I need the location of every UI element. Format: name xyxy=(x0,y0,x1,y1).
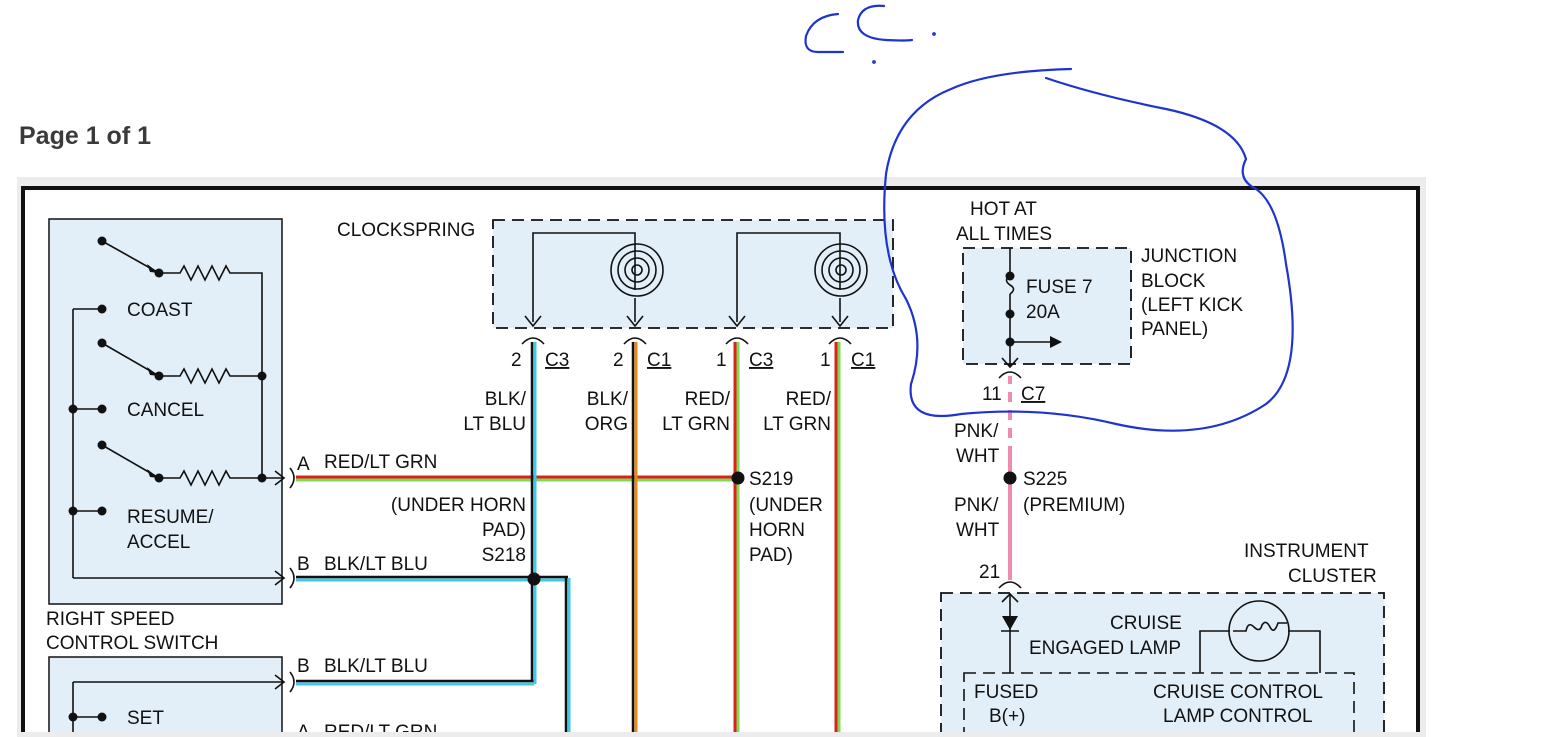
lamp-line1: CRUISE xyxy=(1110,613,1182,634)
clockspring-label: CLOCKSPRING xyxy=(337,220,475,241)
hot-line2: ALL TIMES xyxy=(956,224,1052,245)
clockspring-conn-3: C3 xyxy=(749,350,773,371)
clockspring-pin-2: 2 xyxy=(613,350,624,371)
clockspring-pin-3: 1 xyxy=(716,350,727,371)
clockspring-pin-1: 2 xyxy=(511,350,522,371)
junction-line3: (LEFT KICK xyxy=(1141,295,1243,316)
s219-line1: (UNDER xyxy=(749,495,823,516)
wire-a2-label: RED/LT GRN xyxy=(324,722,437,732)
wire-2-line2: ORG xyxy=(585,414,628,435)
wire-a-label: RED/LT GRN xyxy=(324,452,437,473)
pin-b2-label: B xyxy=(297,656,310,677)
pnk-lower-line1: PNK/ xyxy=(954,495,999,516)
switch-title-line1: RIGHT SPEED xyxy=(46,609,174,630)
pin-a-label: A xyxy=(297,454,310,475)
speed-control-switch: COAST CANCEL RESUME/ ACCEL SET A B B A R… xyxy=(46,218,310,732)
s219-name: S219 xyxy=(749,469,793,490)
pnk-lower-line2: WHT xyxy=(956,520,1000,541)
splice-s225 xyxy=(1003,471,1017,485)
wire-2-line1: BLK/ xyxy=(587,389,629,410)
s218-name: S218 xyxy=(482,545,526,566)
s218-line1: (UNDER HORN xyxy=(391,495,526,516)
hot-line1: HOT AT xyxy=(970,199,1037,220)
clockspring-conn-1: C3 xyxy=(545,350,569,371)
junction-line1: JUNCTION xyxy=(1141,246,1237,267)
wire-1-line1: BLK/ xyxy=(485,389,527,410)
pin-b-label: B xyxy=(297,554,310,575)
junction-block: HOT AT ALL TIMES FUSE 7 20A JUNCTION BLO… xyxy=(954,199,1243,541)
control-line1: CRUISE CONTROL xyxy=(1153,682,1323,703)
pnk-upper-line2: WHT xyxy=(956,446,1000,467)
cluster-line2: CLUSTER xyxy=(1288,566,1377,587)
page-title: Page 1 of 1 xyxy=(19,122,151,150)
lamp-line2: ENGAGED LAMP xyxy=(1029,638,1181,659)
wire-4-line1: RED/ xyxy=(786,389,832,410)
accel-label: ACCEL xyxy=(127,532,190,553)
s219-line2: HORN xyxy=(749,520,805,541)
junction-conn: C7 xyxy=(1021,384,1045,405)
switch-panel-bottom xyxy=(48,656,283,732)
splice-s219 xyxy=(731,471,745,485)
pin-a2-label: A xyxy=(297,722,310,732)
splice-s218 xyxy=(527,572,541,586)
wire-3-line2: LT GRN xyxy=(662,414,730,435)
clockspring-pin-4: 1 xyxy=(820,350,831,371)
fused-line1: FUSED xyxy=(974,682,1038,703)
clockspring-conn-2: C1 xyxy=(647,350,671,371)
switch-panel-top xyxy=(48,218,283,605)
s218-line2: PAD) xyxy=(482,520,526,541)
set-label: SET xyxy=(127,708,164,729)
clockspring: CLOCKSPRING 2 C3 2 C1 1 C3 1 C1 BLK/ xyxy=(337,219,894,435)
fuse-line1: FUSE 7 xyxy=(1026,277,1093,298)
resume-label: RESUME/ xyxy=(127,507,214,528)
cancel-label: CANCEL xyxy=(127,400,204,421)
s219-line3: PAD) xyxy=(749,545,793,566)
hand-drawn-annotation xyxy=(804,4,1294,432)
s225-note: (PREMIUM) xyxy=(1023,495,1125,516)
coast-label: COAST xyxy=(127,300,193,321)
wire-b2-label: BLK/LT BLU xyxy=(324,656,428,677)
control-line2: LAMP CONTROL xyxy=(1163,706,1313,727)
s225-name: S225 xyxy=(1023,469,1067,490)
cluster-pin: 21 xyxy=(979,562,1000,583)
clockspring-conn-4: C1 xyxy=(851,350,875,371)
fused-line2: B(+) xyxy=(989,706,1025,727)
junction-line2: BLOCK xyxy=(1141,271,1206,292)
instrument-cluster: INSTRUMENT CLUSTER 21 CRUISE ENGAGED LAM… xyxy=(940,541,1385,732)
wire-4-line2: LT GRN xyxy=(763,414,831,435)
cluster-line1: INSTRUMENT xyxy=(1244,541,1369,562)
pnk-upper-line1: PNK/ xyxy=(954,421,999,442)
wire-3-line1: RED/ xyxy=(685,389,731,410)
switch-title-line2: CONTROL SWITCH xyxy=(46,633,218,654)
junction-line4: PANEL) xyxy=(1141,319,1208,340)
fuse-line2: 20A xyxy=(1026,302,1060,323)
junction-pin: 11 xyxy=(982,384,1002,405)
wire-1-line2: LT BLU xyxy=(463,414,526,435)
wire-b-label: BLK/LT BLU xyxy=(324,554,428,575)
